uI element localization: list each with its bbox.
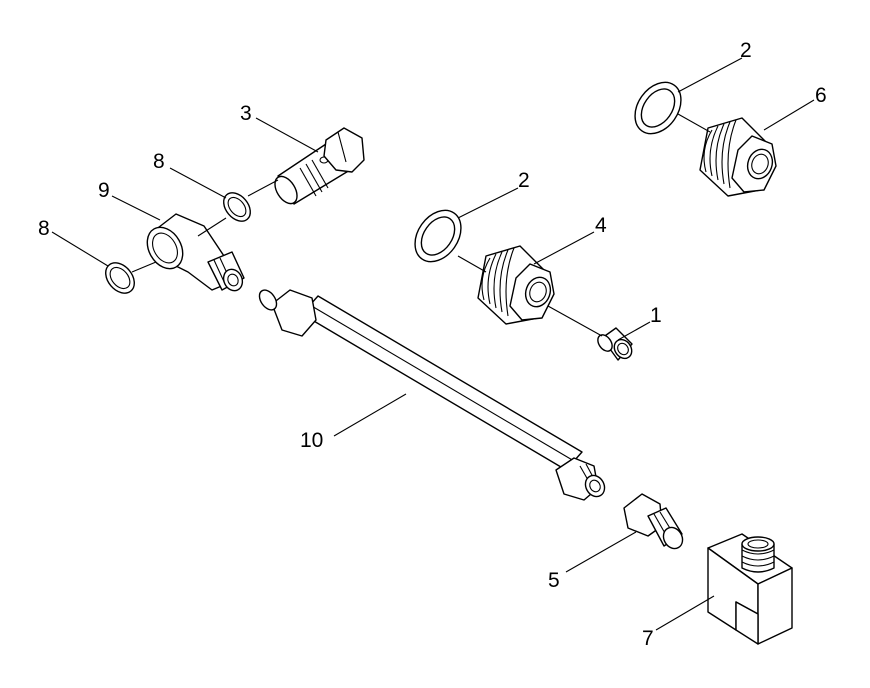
callout-4: 4 [595, 214, 607, 237]
adapter-fitting [623, 493, 684, 550]
small-seal-ring-upper [223, 192, 251, 222]
union-fitting-top-right [699, 117, 777, 197]
leader-lines [51, 57, 815, 631]
union-fitting-middle [477, 245, 555, 325]
callout-3: 3 [240, 102, 252, 125]
callout-1: 1 [650, 304, 662, 327]
callout-10: 10 [300, 429, 323, 452]
callout-2-top-right: 2 [740, 39, 752, 62]
seal-ring-middle [414, 209, 462, 263]
callout-6: 6 [815, 84, 827, 107]
callout-9: 9 [98, 179, 110, 202]
callout-2-middle: 2 [518, 169, 530, 192]
callout-7: 7 [642, 627, 654, 650]
seal-ring-top-right [634, 81, 682, 135]
callout-5: 5 [548, 569, 560, 592]
banjo-fitting [146, 213, 245, 292]
angle-block [707, 533, 793, 645]
callout-8-lower: 8 [38, 217, 50, 240]
small-sleeve [597, 327, 633, 361]
banjo-bolt [274, 127, 365, 205]
small-seal-ring-lower [105, 262, 135, 294]
callout-labels: 2 6 3 8 9 2 4 8 1 10 5 7 [38, 39, 827, 650]
callout-8-upper: 8 [153, 150, 165, 173]
pipe-assembly [258, 289, 606, 501]
